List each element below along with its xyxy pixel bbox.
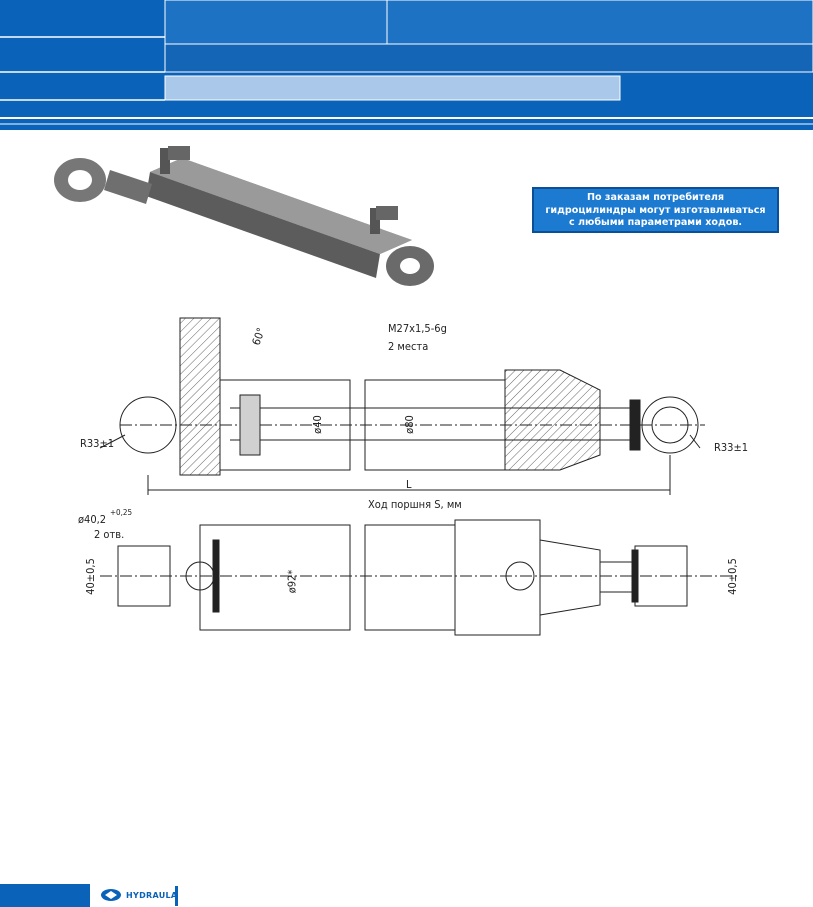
hole-count-label: 2 отв. bbox=[94, 528, 125, 541]
header-grid bbox=[0, 0, 813, 130]
radius-left-label: R33±1 bbox=[80, 437, 115, 450]
length-label: L bbox=[406, 478, 412, 491]
note-line-3: с любыми параметрами ходов. bbox=[568, 217, 743, 228]
thread-count-label: 2 места bbox=[388, 340, 429, 353]
header-band bbox=[0, 0, 813, 130]
brand-logo: HYDRAULA bbox=[100, 886, 177, 904]
logo-icon bbox=[101, 889, 121, 901]
footer-bar bbox=[0, 884, 90, 907]
stroke-label: Ход поршня S, мм bbox=[368, 498, 462, 511]
cylinder-3d-render bbox=[54, 146, 434, 286]
hole-diameter-label: ø40,2 bbox=[78, 513, 107, 526]
thread-label: М27х1,5-6g bbox=[388, 322, 447, 335]
footer-divider bbox=[175, 886, 178, 906]
brand-name: HYDRAULA bbox=[126, 890, 178, 900]
width-left-label: 40±0,5 bbox=[83, 558, 97, 595]
radius-right-label: R33±1 bbox=[714, 441, 749, 454]
body-diameter-label: ø92* bbox=[285, 569, 299, 594]
plan-view bbox=[100, 519, 740, 636]
note-line-1: По заказам потребителя bbox=[586, 192, 725, 203]
rod-diameter-label: ø40 bbox=[310, 415, 324, 434]
technical-drawing bbox=[54, 146, 740, 636]
note-line-2: гидроцилиндры могут изготавливаться bbox=[545, 204, 766, 216]
bore-diameter-label: ø80 bbox=[402, 415, 416, 434]
section-view bbox=[99, 317, 705, 495]
hole-tolerance-label: +0,25 bbox=[110, 508, 133, 517]
width-right-label: 40±0,5 bbox=[725, 558, 739, 595]
custom-order-note: По заказам потребителя гидроцилиндры мог… bbox=[532, 187, 779, 233]
